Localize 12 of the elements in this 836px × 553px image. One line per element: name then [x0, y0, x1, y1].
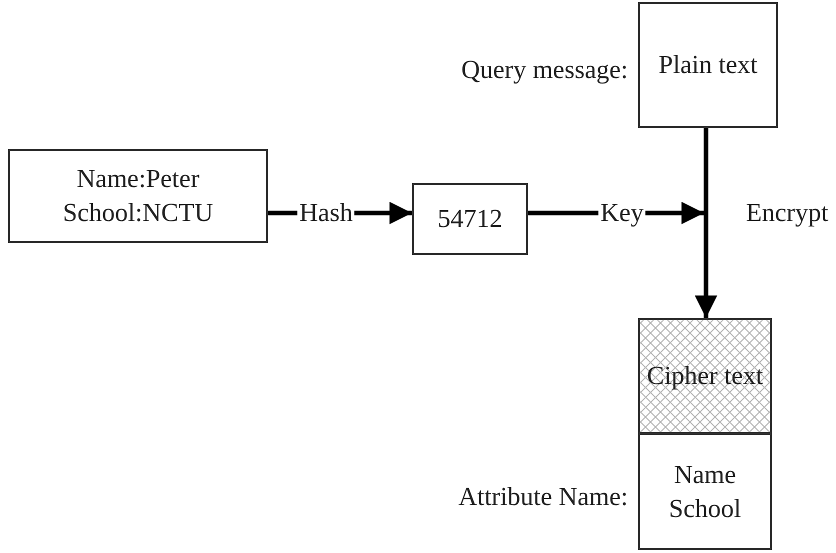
node-text: Name School [668, 458, 742, 524]
node-text: 54712 [438, 203, 502, 235]
side-label: Attribute Name: [458, 480, 628, 512]
process-box [8, 149, 268, 243]
node-text: Cipher text [646, 360, 764, 392]
node-text: Name:Peter School:NCTU [62, 163, 214, 229]
side-label: Query message: [461, 54, 628, 86]
hatched-box [638, 318, 772, 434]
process-box [412, 183, 528, 255]
arrow [694, 128, 718, 318]
node-text: Plain text [658, 49, 758, 81]
edge-label: Encrypt [746, 198, 828, 228]
